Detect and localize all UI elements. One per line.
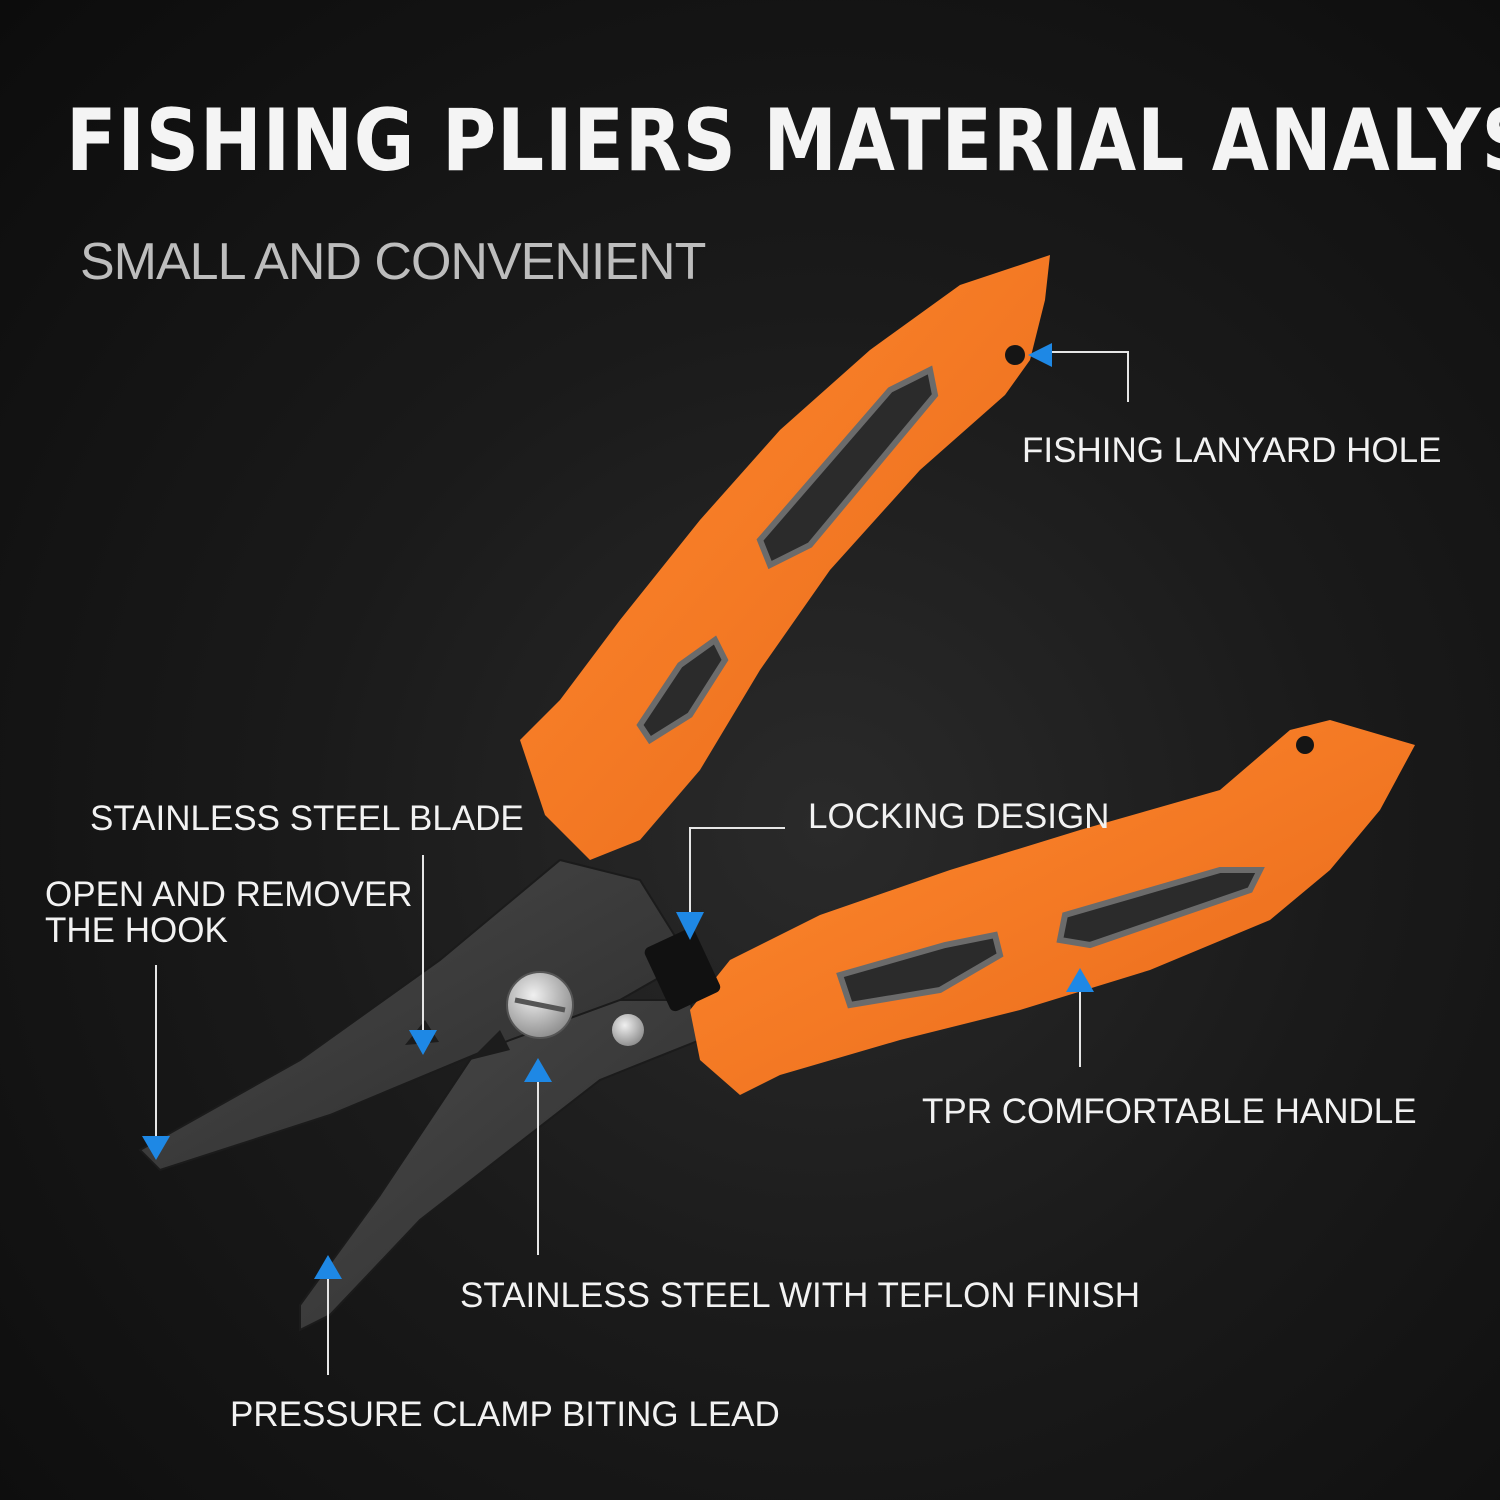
lock-screw bbox=[612, 1014, 644, 1046]
leader-locking bbox=[689, 827, 785, 912]
lanyard-hole bbox=[1005, 345, 1025, 365]
upper-jaw bbox=[138, 858, 692, 1172]
callout-finish: STAINLESS STEEL WITH TEFLON FINISH bbox=[460, 1276, 1141, 1315]
handle-slot bbox=[756, 365, 939, 570]
callout-hook-line1: OPEN AND REMOVER bbox=[45, 875, 413, 914]
lanyard-hole bbox=[1296, 736, 1314, 754]
page-subtitle: SMALL AND CONVENIENT bbox=[80, 233, 706, 291]
arrow-handle bbox=[1066, 968, 1094, 992]
arrow-clamp bbox=[314, 1255, 342, 1279]
callout-handle: TPR COMFORTABLE HANDLE bbox=[922, 1092, 1417, 1131]
arrow-lanyard bbox=[1028, 343, 1052, 367]
handle-slot bbox=[836, 931, 1004, 1009]
callout-hook-line2: THE HOOK bbox=[45, 911, 228, 950]
leader-lines bbox=[155, 351, 1129, 1375]
callout-lanyard-hole: FISHING LANYARD HOLE bbox=[1022, 431, 1442, 470]
leader-lanyard bbox=[1045, 351, 1129, 402]
page-title: FISHING PLIERS MATERIAL ANALYSIS bbox=[66, 91, 1500, 191]
callout-clamp: PRESSURE CLAMP BITING LEAD bbox=[230, 1395, 780, 1434]
arrow-hook bbox=[142, 1136, 170, 1160]
handle-slot bbox=[636, 635, 729, 745]
jaw-notch bbox=[470, 1030, 510, 1060]
callout-blade: STAINLESS STEEL BLADE bbox=[90, 799, 524, 838]
lock-latch bbox=[644, 928, 721, 1012]
arrow-locking bbox=[676, 912, 704, 940]
handle-slot bbox=[1056, 867, 1265, 949]
arrows bbox=[142, 343, 1094, 1279]
callout-locking: LOCKING DESIGN bbox=[808, 797, 1110, 836]
arrow-finish bbox=[524, 1058, 552, 1082]
lower-handle bbox=[690, 720, 1415, 1095]
bolt-slot bbox=[514, 997, 566, 1013]
arrow-blade bbox=[409, 1030, 437, 1055]
